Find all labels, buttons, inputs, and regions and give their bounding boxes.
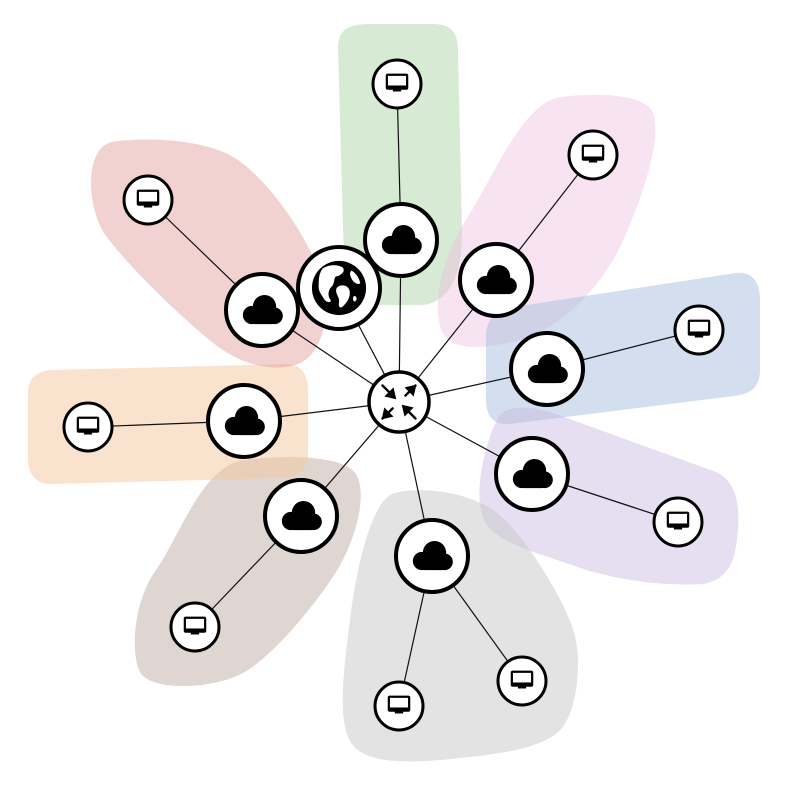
node-layer xyxy=(62,58,725,732)
purple-cloud-node[interactable] xyxy=(494,436,570,512)
pink-host-node-1[interactable] xyxy=(567,129,619,181)
purple-host-node-1-circle xyxy=(652,496,704,548)
gray-host-node-2[interactable] xyxy=(496,655,548,707)
red-host-node-1[interactable] xyxy=(122,174,174,226)
gray-cloud-node[interactable] xyxy=(394,518,470,594)
blue-cloud-node[interactable] xyxy=(509,331,585,407)
blue-host-node-1-circle xyxy=(673,304,725,356)
purple-host-node-1[interactable] xyxy=(652,496,704,548)
green-host-node-1-circle xyxy=(371,58,423,110)
red-cloud-node[interactable] xyxy=(224,272,300,348)
red-host-node-1-circle xyxy=(122,174,174,226)
green-cloud-node[interactable] xyxy=(363,202,439,278)
brown-host-node-1[interactable] xyxy=(169,601,221,653)
gray-host-node-1[interactable] xyxy=(373,680,425,732)
green-host-node-1[interactable] xyxy=(371,58,423,110)
gray-host-node-2-circle xyxy=(496,655,548,707)
internet-node[interactable] xyxy=(296,245,382,331)
router-node-circle xyxy=(367,370,431,434)
pink-host-node-1-circle xyxy=(567,129,619,181)
blue-host-node-1[interactable] xyxy=(673,304,725,356)
brown-cloud-node[interactable] xyxy=(263,478,339,554)
brown-host-node-1-circle xyxy=(169,601,221,653)
router-node[interactable] xyxy=(367,370,431,434)
orange-host-node-1-circle xyxy=(62,401,114,453)
pink-cloud-node[interactable] xyxy=(458,242,534,318)
orange-cloud-node[interactable] xyxy=(206,383,282,459)
globe-icon xyxy=(311,260,367,316)
gray-host-node-1-circle xyxy=(373,680,425,732)
orange-host-node-1[interactable] xyxy=(62,401,114,453)
